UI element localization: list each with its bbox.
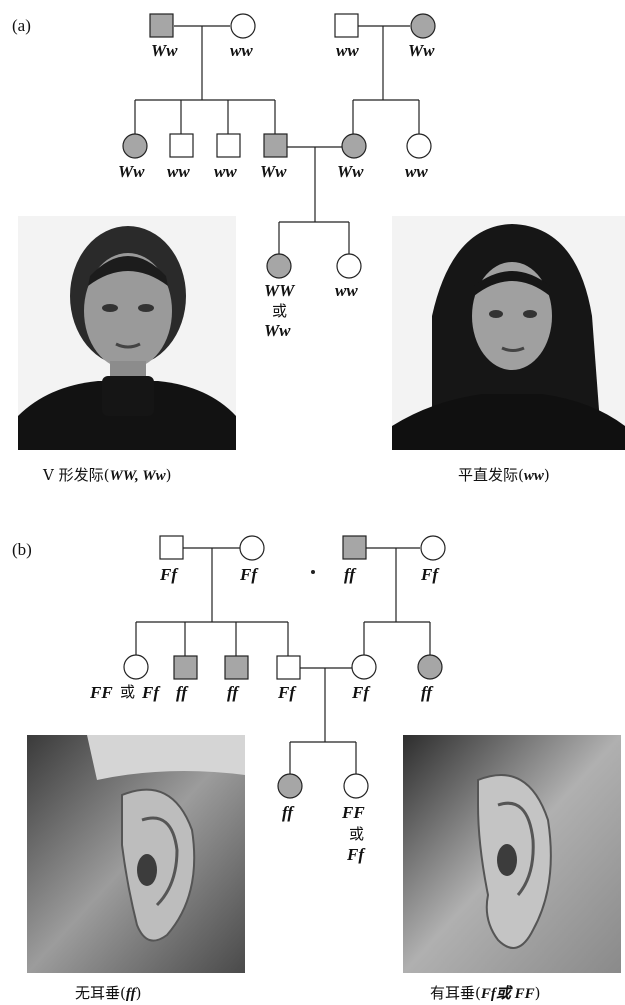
affected-male: [342, 535, 367, 560]
photo-attached-earlobe: [27, 735, 245, 973]
caption-v-shaped-hairline: V 形发际(WW, Ww): [43, 464, 171, 485]
unaffected-female: [239, 535, 265, 561]
affected-male: [173, 655, 198, 680]
unaffected-male: [159, 535, 184, 560]
affected-male: [263, 133, 288, 158]
genotype-label: Ww: [408, 41, 435, 60]
caption-attached-earlobe: 无耳垂(ff): [75, 982, 141, 1003]
caption-straight-hairline: 平直发际(ww): [458, 464, 550, 485]
genotype-label: Ff: [420, 565, 440, 584]
caption-text: 平直发际(: [458, 466, 524, 484]
genotype-label: FF: [89, 683, 113, 702]
genotype-label: ww: [335, 281, 358, 300]
unaffected-female: [420, 535, 446, 561]
caption-text: 有耳垂(: [430, 984, 481, 1002]
caption-text: ): [135, 984, 142, 1002]
genotype-label: Ff: [159, 565, 179, 584]
unaffected-female: [336, 253, 362, 279]
caption-free-earlobe: 有耳垂(Ff或 FF): [430, 982, 540, 1003]
genotype-label: Ww: [118, 162, 145, 181]
genotype-label-or: 或: [349, 825, 364, 843]
affected-male: [149, 13, 174, 38]
genotype-label: Ff: [141, 683, 161, 702]
woman-portrait-icon: [392, 216, 625, 450]
photo-straight-hairline: [392, 216, 625, 450]
affected-female: [410, 13, 436, 39]
caption-genotype: ff: [125, 986, 136, 1002]
affected-female: [122, 133, 148, 159]
unaffected-female: [406, 133, 432, 159]
unaffected-male: [276, 655, 301, 680]
genotype-label: ff: [282, 803, 295, 822]
affected-female: [277, 773, 303, 799]
photo-v-shaped-hairline: [18, 216, 236, 450]
genotype-label: ww: [214, 162, 237, 181]
ear-icon: [27, 735, 245, 973]
photo-free-earlobe: [403, 735, 621, 973]
unaffected-female: [343, 773, 369, 799]
genotype-label-or: 或: [120, 683, 135, 701]
genotype-label: WW: [264, 281, 296, 300]
genotype-label: ff: [421, 683, 434, 702]
affected-female: [417, 654, 443, 680]
genotype-label: Ww: [337, 162, 364, 181]
affected-male: [224, 655, 249, 680]
caption-text: ): [165, 466, 172, 484]
caption-genotype: Ff或 FF: [480, 986, 535, 1002]
panel-a-label: (a): [12, 16, 31, 35]
genotype-label: ff: [176, 683, 189, 702]
genotype-label: ww: [167, 162, 190, 181]
genotype-label: FF: [341, 803, 365, 822]
caption-text: ): [543, 466, 550, 484]
genotype-label: ww: [336, 41, 359, 60]
genotype-label-or: 或: [272, 302, 287, 320]
genotype-label: Ww: [264, 321, 291, 340]
genotype-label: ww: [230, 41, 253, 60]
genotype-label: Ww: [260, 162, 287, 181]
caption-text: 无耳垂(: [75, 984, 126, 1002]
caption-text: V 形发际(: [43, 466, 110, 484]
genotype-label: Ww: [151, 41, 178, 60]
affected-female: [341, 133, 367, 159]
genotype-label: Ff: [346, 845, 366, 864]
genotype-label: Ff: [239, 565, 259, 584]
unaffected-male: [334, 13, 359, 38]
caption-genotype: WW, Ww: [109, 468, 166, 484]
genotype-label: ww: [405, 162, 428, 181]
caption-genotype: ww: [523, 468, 544, 484]
genotype-label: ff: [344, 565, 357, 584]
unaffected-female: [123, 654, 149, 680]
affected-female: [266, 253, 292, 279]
unaffected-female: [351, 654, 377, 680]
genotype-label: Ff: [277, 683, 297, 702]
panel-b-label: (b): [12, 540, 32, 559]
ear-icon: [403, 735, 621, 973]
caption-text: ): [534, 984, 541, 1002]
woman-portrait-icon: [18, 216, 236, 450]
dot-mark: [311, 570, 315, 574]
unaffected-male: [216, 133, 241, 158]
genotype-label: ff: [227, 683, 240, 702]
unaffected-female: [230, 13, 256, 39]
genotype-label: Ff: [351, 683, 371, 702]
unaffected-male: [169, 133, 194, 158]
